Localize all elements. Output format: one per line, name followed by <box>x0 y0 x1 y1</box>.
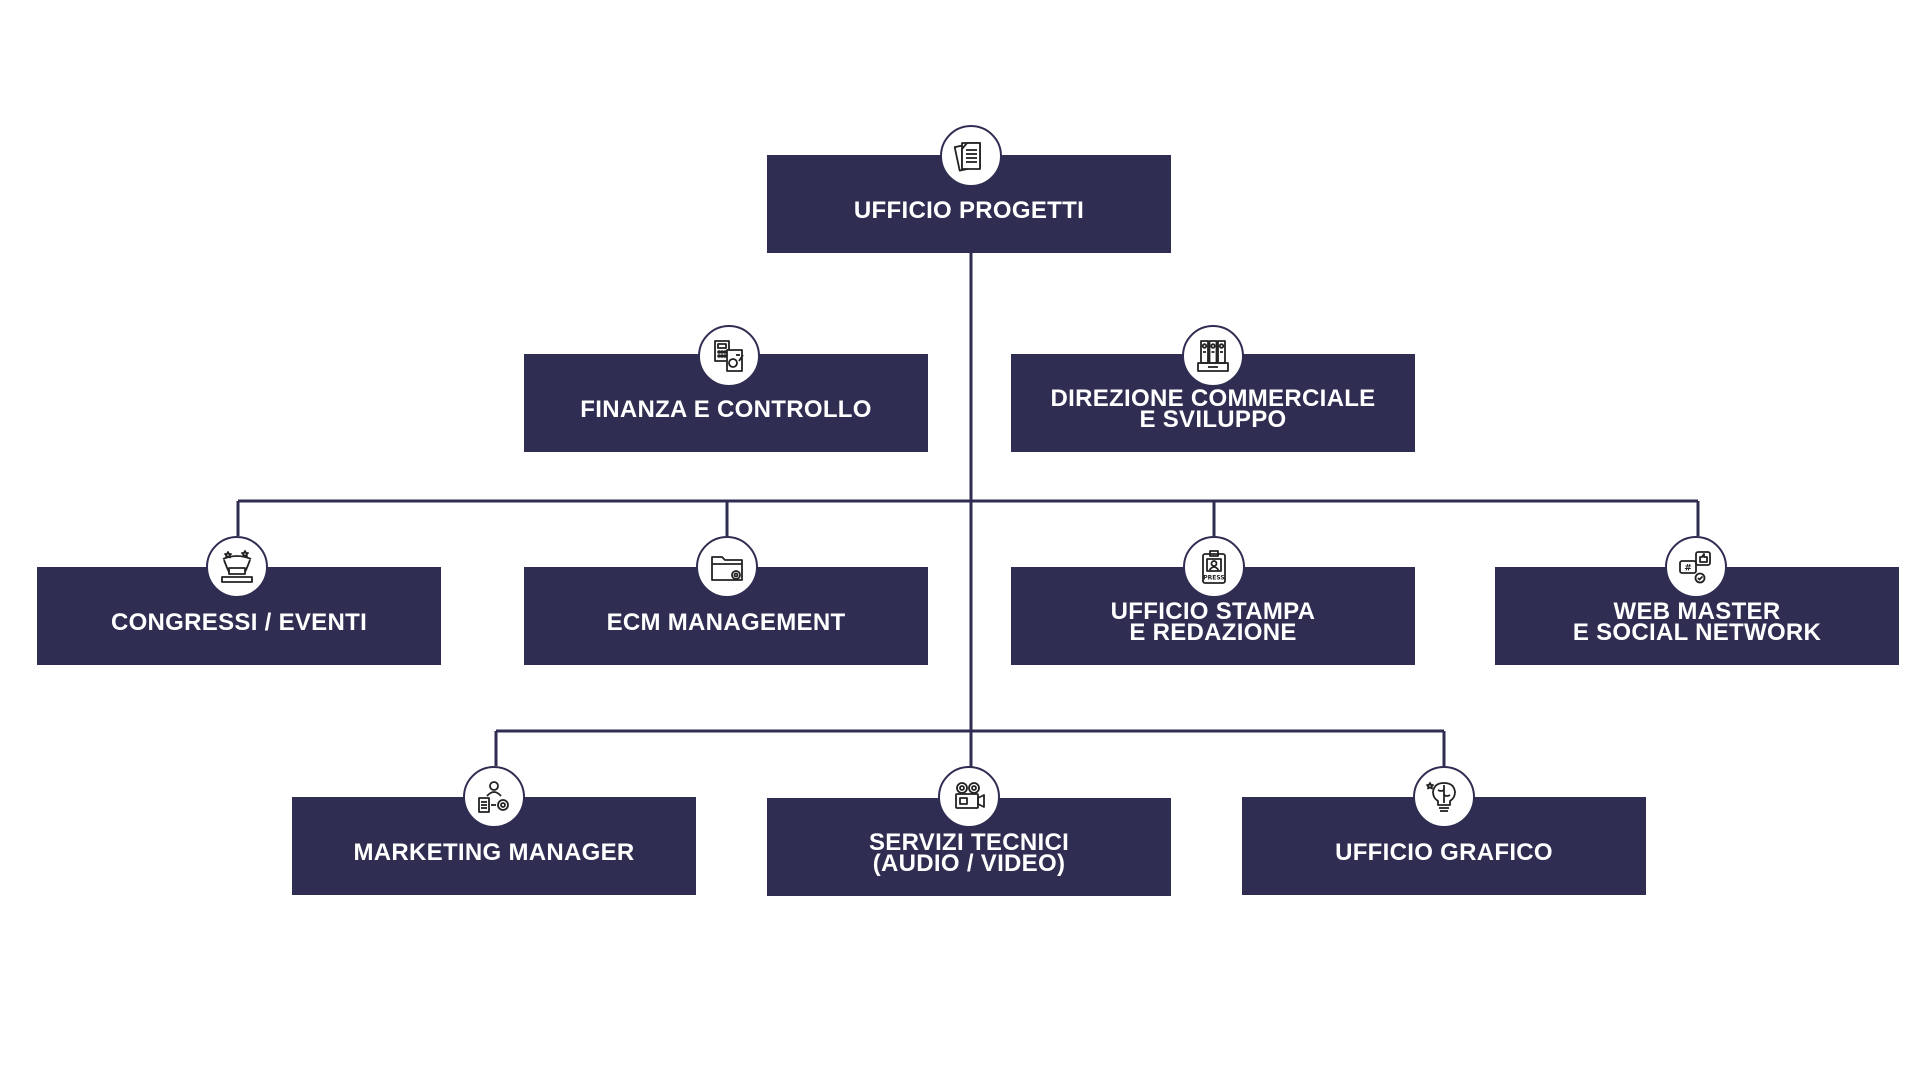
node-label: MARKETING MANAGER <box>353 838 635 866</box>
binders-icon <box>1182 325 1244 387</box>
folder-settings-icon <box>696 536 758 598</box>
manager-gear-icon <box>463 766 525 828</box>
node-finanza-controllo: FINANZA E CONTROLLO <box>524 354 928 452</box>
node-label: FINANZA E CONTROLLO <box>580 395 872 423</box>
node-label: UFFICIO GRAFICO <box>1335 838 1553 866</box>
node-label: CONGRESSI / EVENTI <box>110 608 368 636</box>
press-badge-icon: PRESS <box>1183 536 1245 598</box>
node-direzione-commerciale: DIREZIONE COMMERCIALE E SVILUPPO <box>1011 354 1415 452</box>
documents-icon <box>940 125 1002 187</box>
node-label: UFFICIO PROGETTI <box>853 196 1085 224</box>
stage-curtain-icon <box>206 536 268 598</box>
svg-text:PRESS: PRESS <box>1203 575 1225 582</box>
node-label: DIREZIONE COMMERCIALE E SVILUPPO <box>1050 385 1376 433</box>
svg-text:#: # <box>1684 564 1692 574</box>
node-label: SERVIZI TECNICI (AUDIO / VIDEO) <box>868 829 1070 877</box>
node-ufficio-grafico: UFFICIO GRAFICO <box>1242 797 1646 895</box>
node-label: ECM MANAGEMENT <box>606 608 846 636</box>
social-media-icon: # <box>1665 536 1727 598</box>
calculator-invoice-icon <box>698 325 760 387</box>
node-label: UFFICIO STAMPA E REDAZIONE <box>1110 598 1316 646</box>
node-label: WEB MASTER E SOCIAL NETWORK <box>1572 598 1822 646</box>
video-camera-icon <box>938 766 1000 828</box>
creative-brain-icon <box>1413 766 1475 828</box>
